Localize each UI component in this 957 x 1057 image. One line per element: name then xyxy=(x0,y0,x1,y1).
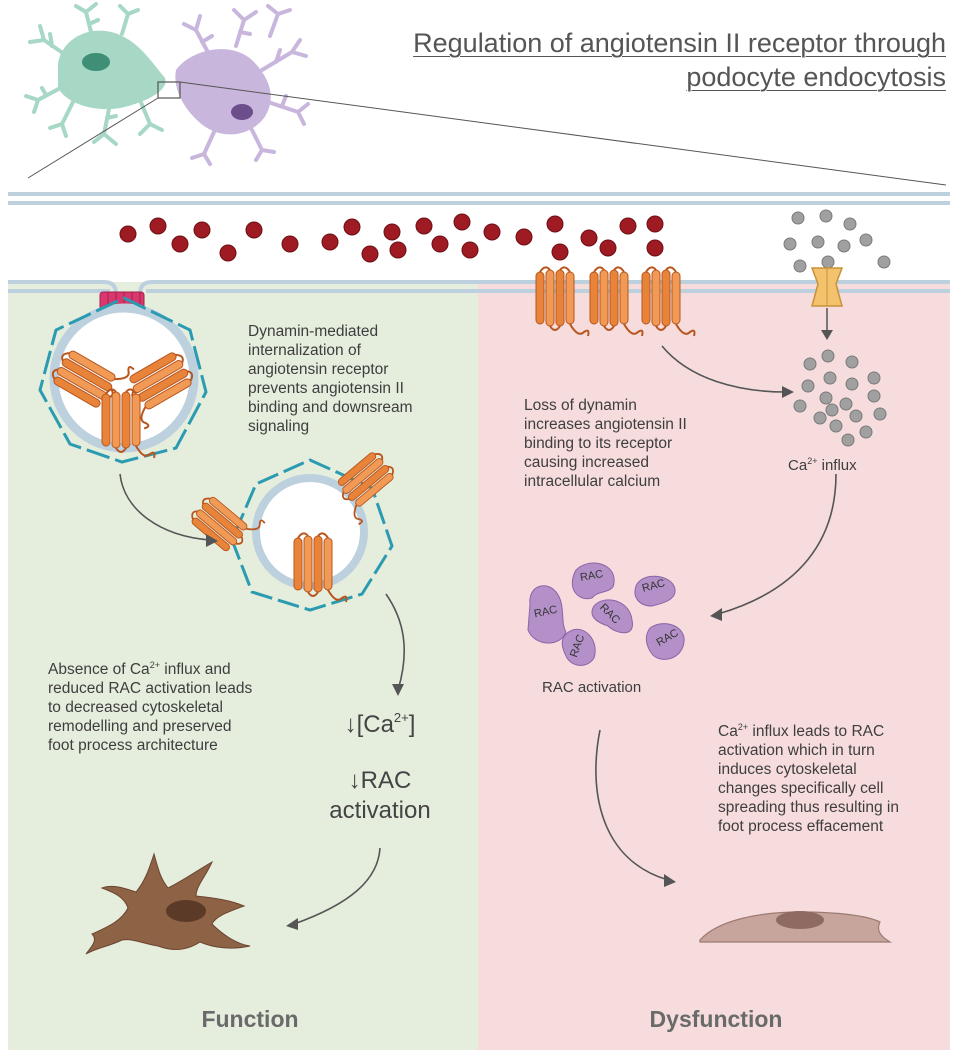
calcium-decrease-label: ↓[Ca2+] xyxy=(344,710,416,738)
absence-text: Absence of Ca2+ influx and reduced RAC a… xyxy=(48,660,308,755)
effacement-line: induces cytoskeletal xyxy=(718,761,857,778)
calcium-influx-label: Ca2+ influx xyxy=(788,456,857,475)
title-line-1: Regulation of angiotensin II receptor th… xyxy=(413,28,946,58)
arrow-heads xyxy=(206,386,794,930)
angiotensin-molecules xyxy=(119,213,664,263)
dynamin-loss-line: binding to its receptor xyxy=(524,435,673,452)
calcium-ions-intracellular xyxy=(793,349,887,447)
arrows xyxy=(119,345,837,925)
podocyte-purple-illustration xyxy=(175,4,310,166)
calcium-ions-extracellular xyxy=(783,209,891,273)
effacement-line: spreading thus resulting in xyxy=(718,799,899,816)
internalized-vesicle xyxy=(186,447,408,612)
effacement-line: changes specifically cell xyxy=(718,780,884,797)
internalization-line: signaling xyxy=(248,418,310,435)
internalization-line: Dynamin-mediated xyxy=(248,323,379,340)
effacement-text: Ca2+ influx leads to RAC activation whic… xyxy=(718,722,948,836)
zoom-box xyxy=(157,81,181,99)
calcium-channel xyxy=(810,267,844,307)
absence-line-1: Absence of Ca2+ influx and xyxy=(48,660,231,679)
dynamin-loss-line: Loss of dynamin xyxy=(524,397,637,414)
effaced-podocyte-cell xyxy=(699,911,893,943)
absence-line: reduced RAC activation leads xyxy=(48,680,253,697)
rac-decrease-label: ↓RAC activation xyxy=(329,767,431,824)
down-arrow-icon: ↓ xyxy=(348,767,361,794)
effacement-line-1: Ca2+ influx leads to RAC xyxy=(718,722,885,741)
podocyte-green-illustration xyxy=(24,2,166,146)
absence-line: foot process architecture xyxy=(48,737,218,754)
dynamin-loss-line: intracellular calcium xyxy=(524,473,661,490)
absence-line: remodelling and preserved xyxy=(48,718,232,735)
rac-proteins xyxy=(527,562,685,666)
healthy-podocyte-cell xyxy=(85,852,251,955)
absence-line: to decreased cytoskeletal xyxy=(48,699,223,716)
effacement-line: activation which in turn xyxy=(718,742,875,759)
function-label: Function xyxy=(201,1006,299,1032)
effacement-line: foot process effacement xyxy=(718,818,884,835)
budding-vesicle xyxy=(38,296,208,464)
zoom-lines xyxy=(27,81,947,186)
internalization-line: binding and downsream xyxy=(248,399,413,416)
dynamin-loss-line: causing increased xyxy=(524,454,649,471)
down-arrow-icon: ↓ xyxy=(344,711,357,738)
upper-membrane xyxy=(8,192,950,205)
dysfunction-label: Dysfunction xyxy=(649,1006,783,1032)
internalization-line: internalization of xyxy=(248,342,361,359)
internalization-text: Dynamin-mediated internalization of angi… xyxy=(248,322,458,436)
page-title: Regulation of angiotensin II receptor th… xyxy=(330,26,946,94)
internalization-line: prevents angiotensin II xyxy=(248,380,404,397)
rac-activation-label: RAC activation xyxy=(542,679,642,696)
internalization-line: angiotensin receptor xyxy=(248,361,389,378)
dynamin-loss-text: Loss of dynamin increases angiotensin II… xyxy=(524,396,734,491)
title-line-2: podocyte endocytosis xyxy=(686,62,946,92)
dynamin-loss-line: increases angiotensin II xyxy=(524,416,687,433)
